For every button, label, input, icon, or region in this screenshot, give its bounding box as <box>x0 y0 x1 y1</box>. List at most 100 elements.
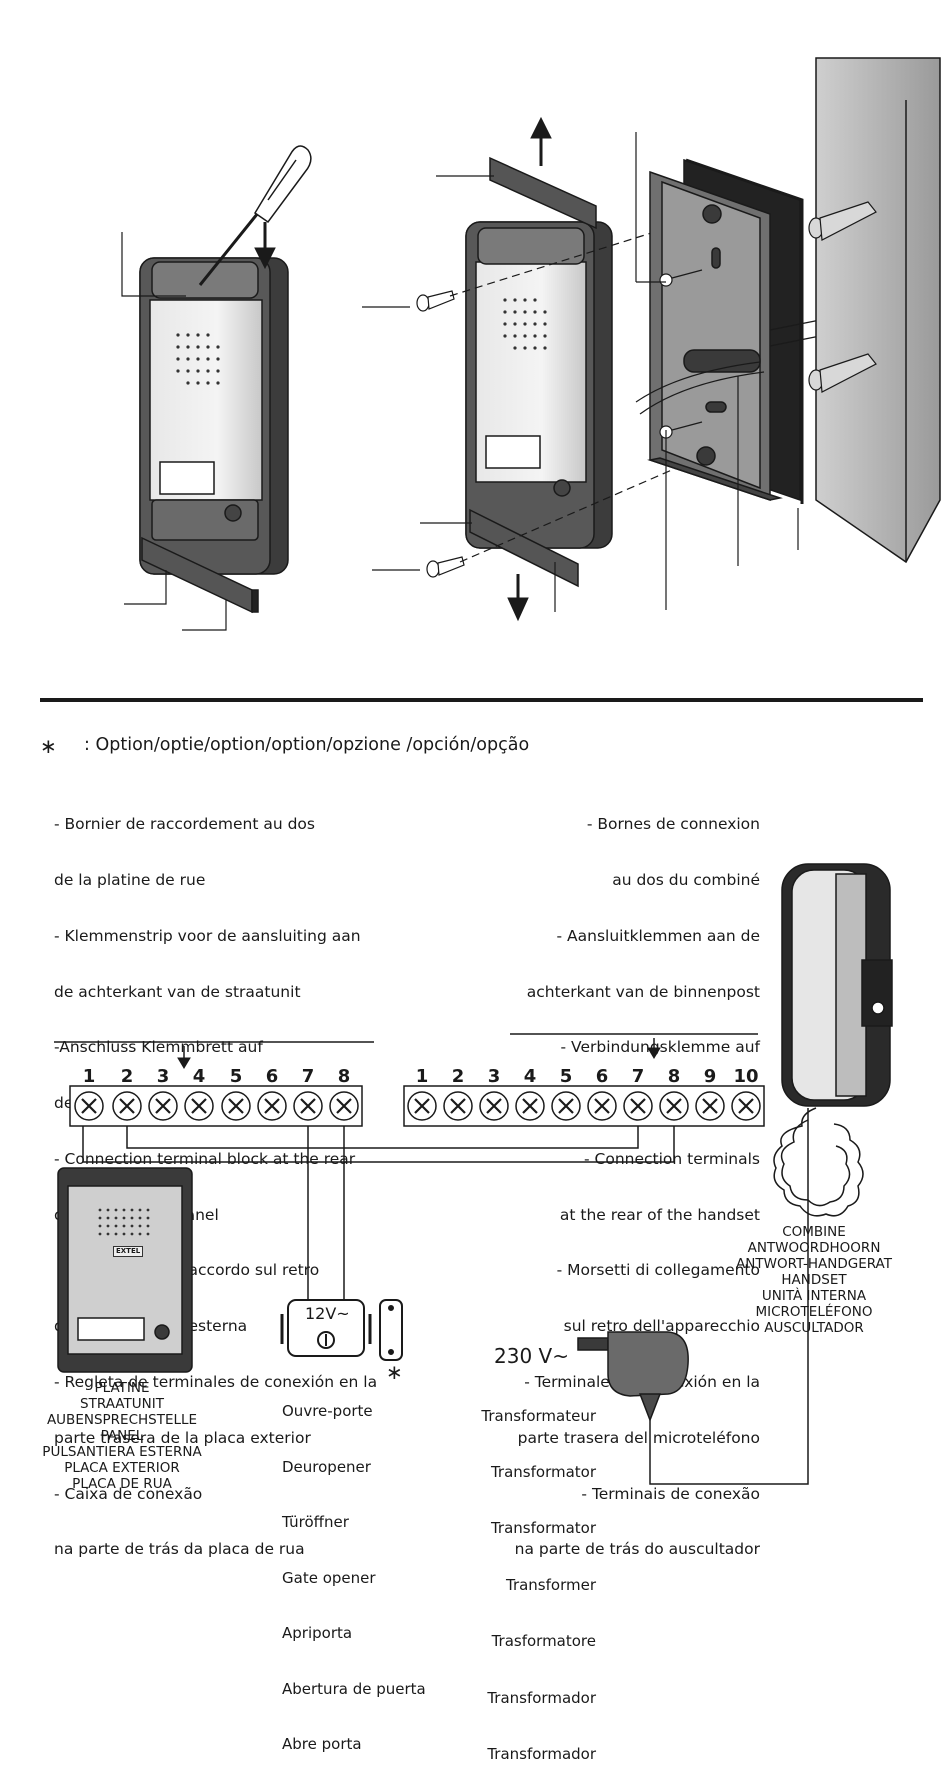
callout-lines-left <box>121 232 227 631</box>
screws <box>416 290 465 578</box>
door-opener-label: Gate opener <box>282 1568 376 1587</box>
handset-caption-line: ANTWORT-HANDGERAT <box>736 1256 892 1272</box>
handset-caption-line: COMBINE <box>782 1224 846 1240</box>
transformer-voltage: 230 V~ <box>494 1344 569 1368</box>
right-desc-line: - Bornes de connexion <box>586 815 760 834</box>
door-opener-label: Apriporta <box>282 1624 353 1642</box>
left-desc-line: - Bornier de raccordement au dos <box>54 815 315 834</box>
mounting-back-box <box>647 158 801 502</box>
left-desc-line: of the roadside panel <box>54 1205 219 1224</box>
transformer-label: Transformador <box>487 1688 596 1707</box>
screwdriver <box>198 145 312 286</box>
assembly-illustration <box>121 57 941 631</box>
right-desc-line: der Rückseite des Handgeräts <box>526 1094 760 1113</box>
transformer-label: Transformador <box>487 1744 596 1763</box>
bottom-cover-left <box>141 536 259 614</box>
panel-caption-line: PLACA EXTERIOR <box>64 1460 180 1476</box>
right-desc-line: achterkant van de binnenpost <box>526 982 760 1001</box>
left-desc-line: parte trasera de la placa exterior <box>54 1428 311 1447</box>
panel-caption-line: PLACA DE RUA <box>72 1476 172 1492</box>
left-desc-line: - Klemmenstrip voor de aansluiting aan <box>54 926 361 945</box>
callout-lines-mid <box>362 175 556 612</box>
left-desc-line: - Connection terminal block at the rear <box>54 1149 356 1168</box>
left-desc-line: de la platine de rue <box>54 870 206 889</box>
panel-caption-line: STRAATUNIT <box>80 1396 164 1412</box>
arrow-up <box>530 116 552 166</box>
handset <box>781 863 893 1107</box>
left-terminal-number: 5 <box>229 1066 243 1087</box>
arrow-down-mid <box>507 574 529 622</box>
right-terminal-number: 1 <box>415 1066 429 1087</box>
speaker-grille-dots-2 <box>503 298 547 350</box>
arrow-down-left <box>254 222 276 270</box>
right-terminal-number: 6 <box>595 1066 609 1087</box>
right-terminal-number: 9 <box>703 1066 717 1087</box>
panel-caption-line: PANEL <box>100 1428 144 1444</box>
right-terminal-number: 3 <box>487 1066 501 1087</box>
right-terminal-number: 8 <box>667 1066 681 1087</box>
door-opener-label: Abertura de puerta <box>282 1679 426 1698</box>
right-desc-line: au dos du combiné <box>612 870 760 889</box>
handset-caption-line: MICROTELÉFONO <box>755 1304 873 1320</box>
door-opener-label: Deuropener <box>282 1457 371 1476</box>
right-terminal-number: 7 <box>631 1066 645 1087</box>
right-terminal-number: 5 <box>559 1066 573 1087</box>
panel-logo: EXTEL <box>113 1246 144 1257</box>
left-terminal-number: 1 <box>82 1066 96 1087</box>
top-cover-mid <box>489 156 597 230</box>
panel-caption-line: AUBENSPRECHSTELLE <box>46 1412 198 1428</box>
panel-front-view <box>139 257 289 575</box>
left-desc-line: - Caixa de conexão <box>54 1484 203 1503</box>
transformer-label: Trasformatore <box>491 1632 596 1651</box>
handset-caption-line: ANTWOORDHOORN <box>747 1240 881 1256</box>
right-desc-line: at the rear of the handset <box>559 1205 760 1224</box>
right-desc-line: - Connection terminals <box>584 1149 760 1168</box>
right-terminal-number: 4 <box>523 1066 537 1087</box>
left-desc-line: - Regleta de terminales de conexión en l… <box>54 1373 378 1391</box>
handset-caption-line: AUSCULTADOR <box>764 1320 864 1336</box>
transformer-labels: Transformateur Transformator Transformat… <box>481 1369 596 1783</box>
left-terminal-number: 3 <box>156 1066 170 1087</box>
door-opener-asterisk: ∗ <box>386 1360 403 1384</box>
left-terminal-number: 8 <box>337 1066 351 1087</box>
transformer-label: Transformator <box>490 1462 596 1481</box>
handset-caption-line: HANDSET <box>781 1272 847 1288</box>
section-divider <box>40 698 923 702</box>
option-asterisk: ∗ <box>40 734 57 758</box>
left-desc-line: -Anschluss Klemmbrett auf <box>54 1038 263 1057</box>
right-desc-line: - Aansluitklemmen aan de <box>556 926 760 945</box>
right-terminal-number: 2 <box>451 1066 465 1087</box>
wall-plugs <box>808 201 877 393</box>
gasket <box>685 158 804 504</box>
right-desc-line: - Terminais de conexão <box>581 1484 760 1503</box>
left-terminal-number: 4 <box>192 1066 206 1087</box>
panel-caption: PLATINE STRAATUNIT AUBENSPRECHSTELLE PAN… <box>24 1380 220 1492</box>
handset-coil-cord <box>773 1107 864 1217</box>
handset-caption: COMBINE ANTWOORDHOORN ANTWORT-HANDGERAT … <box>724 1224 904 1336</box>
left-terminal-number: 7 <box>301 1066 315 1087</box>
door-opener-voltage: 12V~ <box>305 1304 350 1323</box>
door-opener-label: Türöffner <box>282 1513 349 1531</box>
panel-exploded-view <box>465 221 613 549</box>
handset-caption-line: UNITÀ INTERNA <box>761 1288 867 1304</box>
option-line-text: : Option/optie/option/option/opzione /op… <box>84 735 530 755</box>
bottom-cover-mid <box>469 508 579 588</box>
door-opener-label: Ouvre-porte <box>282 1402 373 1420</box>
left-desc-line: - Morsettiera di raccordo sul retro <box>54 1261 320 1280</box>
left-terminal-number: 6 <box>265 1066 279 1087</box>
transformer-label: Transformer <box>505 1575 596 1594</box>
callout-lines-right <box>635 132 799 610</box>
door-opener-label: Abre porta <box>282 1735 362 1753</box>
transformer-label: Transformateur <box>481 1406 596 1425</box>
door-opener-labels: Ouvre-porte Deuropener Türöffner Gate op… <box>282 1365 426 1772</box>
transformer-label: Transformator <box>490 1519 596 1538</box>
left-terminal-number: 2 <box>120 1066 134 1087</box>
right-terminal-number: 10 <box>733 1066 759 1087</box>
panel-caption-line: PULSANTIERA ESTERNA <box>42 1444 202 1460</box>
panel-caption-line: PLATINE <box>94 1380 150 1396</box>
wall <box>815 57 941 564</box>
right-desc-line: - Verbindungsklemme auf <box>560 1038 760 1057</box>
left-desc-line: de achterkant van de straatunit <box>54 982 301 1001</box>
speaker-grille-dots <box>176 333 220 385</box>
left-desc-line: der Rückseite der Außensprechstelle <box>54 1094 339 1113</box>
